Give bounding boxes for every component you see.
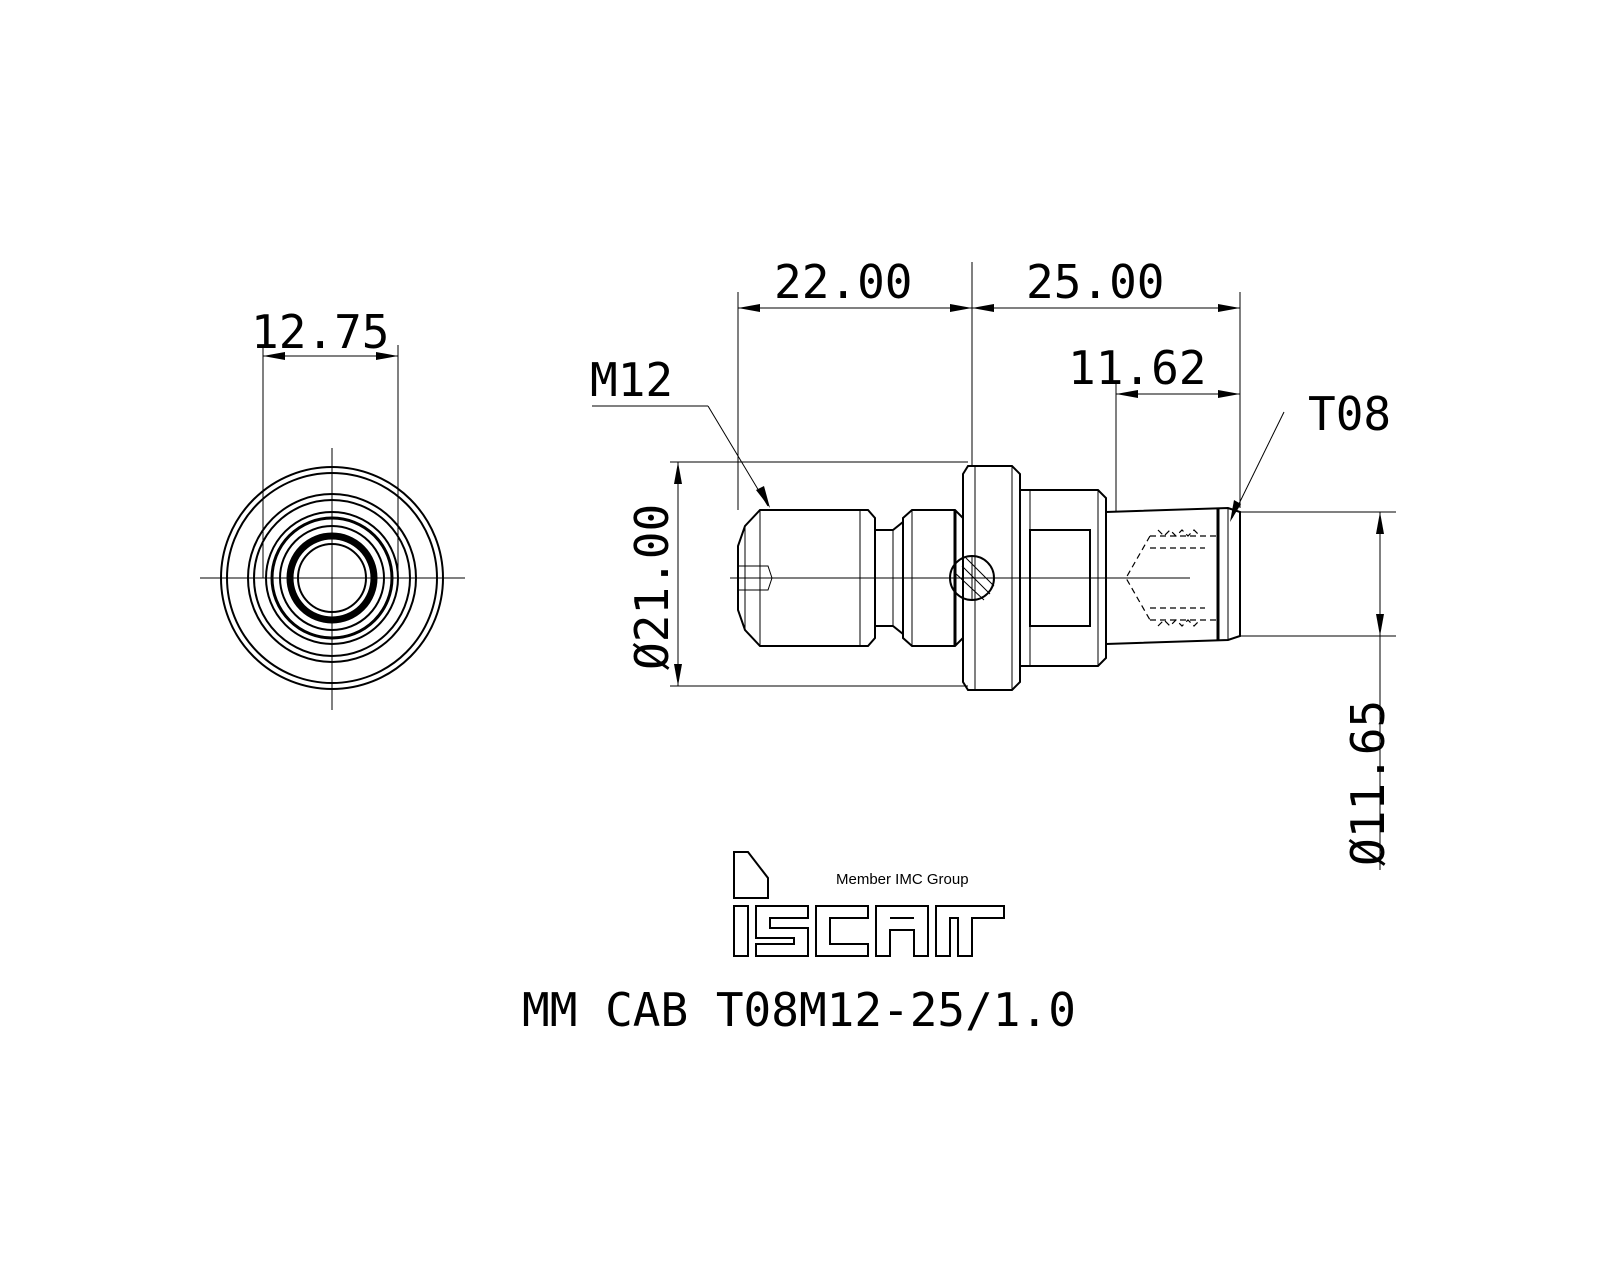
dim-25-arrow-left [972, 304, 994, 312]
dim-25-text: 25.00 [1026, 255, 1164, 309]
hex-flat [1029, 529, 1091, 627]
logo-a [875, 905, 929, 957]
dim-11-62-arrow-left [1116, 390, 1138, 398]
end-view: 12.75 [200, 305, 465, 710]
dim-22-text: 22.00 [774, 255, 912, 309]
dim-12-75-arrow-right [376, 352, 398, 360]
dim-11-65-text: Ø11.65 [1341, 700, 1395, 866]
logo-r [935, 905, 1005, 957]
thread-callout-text: M12 [590, 353, 673, 407]
bore-circle-inner [297, 543, 367, 613]
dim-21-arrow-top [674, 462, 682, 484]
body-circle-1 [247, 493, 417, 663]
iscar-logo: Member IMC Group [733, 851, 1005, 957]
m12-leader-arrow [756, 486, 770, 508]
tip-outline [1105, 506, 1241, 645]
dim-25-arrow-right [1218, 304, 1240, 312]
logo-c [815, 905, 869, 957]
body-outline [1020, 489, 1107, 667]
dim-21-arrow-bottom [674, 664, 682, 686]
logo-s [755, 905, 809, 957]
logo-i-dot [733, 851, 769, 899]
body-circle-4 [270, 516, 394, 640]
t08-leader-line [1231, 411, 1285, 519]
dim-22-arrow-right [950, 304, 972, 312]
flange-outer-circle [220, 466, 444, 690]
body-circle-2 [253, 499, 411, 657]
bore-circle-outer [286, 532, 378, 624]
cross-pin-hatch [953, 556, 995, 601]
dim-12-75-text: 12.75 [251, 305, 389, 359]
side-view: 22.00 25.00 11.62 Ø21.00 Ø11.65 M12 T08 [590, 255, 1396, 870]
dim-11-62-text: 11.62 [1068, 341, 1206, 395]
dim-12-75-arrow-left [263, 352, 285, 360]
torx-callout-text: T08 [1308, 387, 1391, 441]
logo-tagline: Member IMC Group [836, 871, 969, 888]
dim-11-65-arrow-top [1376, 512, 1384, 534]
dim-11-65-arrow-bottom [1376, 614, 1384, 636]
logo-i-stem [733, 905, 749, 957]
hidden-torx-bore [1125, 535, 1218, 621]
body-circle-5 [279, 525, 385, 631]
part-number-title: MM CAB T08M12-25/1.0 [522, 983, 1076, 1037]
t08-leader-arrow [1230, 500, 1241, 522]
dim-21-text: Ø21.00 [625, 504, 679, 670]
dim-22-arrow-left [738, 304, 760, 312]
flange-inner-circle [226, 472, 438, 684]
shank-center-hole [738, 565, 773, 591]
dim-11-62-arrow-right [1218, 390, 1240, 398]
